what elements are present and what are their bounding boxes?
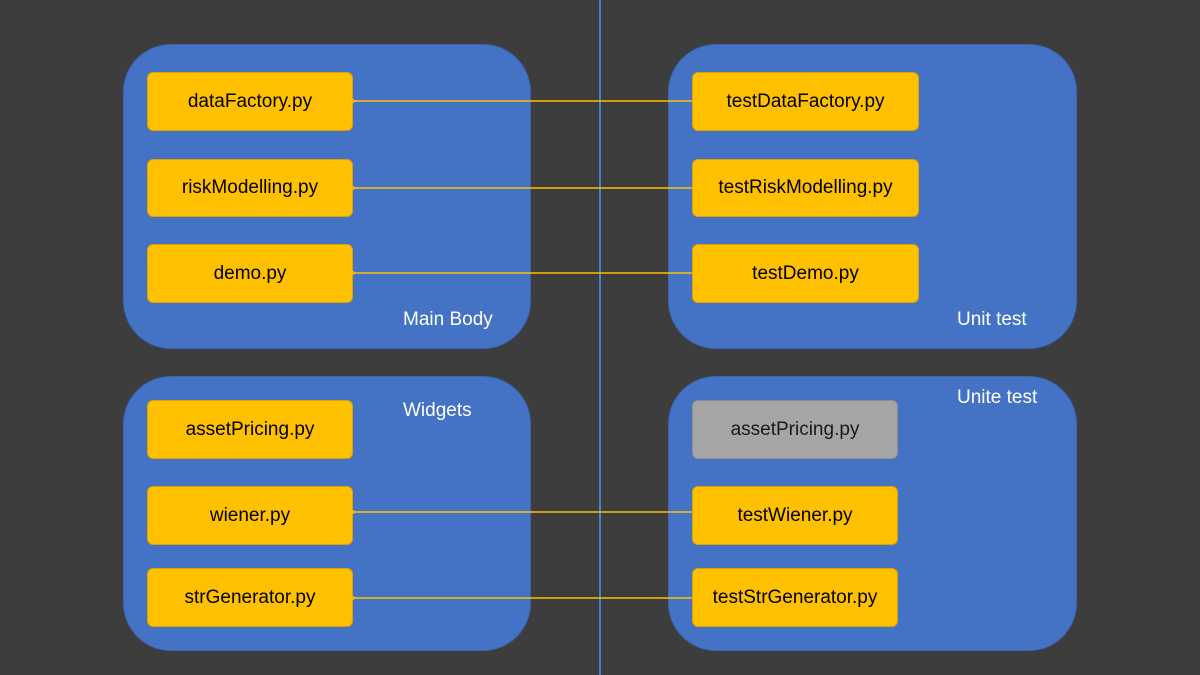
file-assetpricing-untested[interactable]: assetPricing.py <box>692 400 898 459</box>
unit-test-label: Unit test <box>957 309 1027 330</box>
file-strgenerator[interactable]: strGenerator.py <box>147 568 353 627</box>
file-testwiener[interactable]: testWiener.py <box>692 486 898 545</box>
widgets-label: Widgets <box>403 400 472 421</box>
file-riskmodelling[interactable]: riskModelling.py <box>147 159 353 217</box>
main-body-label: Main Body <box>403 309 493 330</box>
unite-test-label: Unite test <box>957 387 1038 408</box>
center-divider-line <box>599 0 601 675</box>
file-testriskmodelling[interactable]: testRiskModelling.py <box>692 159 919 217</box>
file-assetpricing[interactable]: assetPricing.py <box>147 400 353 459</box>
file-demo[interactable]: demo.py <box>147 244 353 303</box>
file-wiener[interactable]: wiener.py <box>147 486 353 545</box>
file-testdatafactory[interactable]: testDataFactory.py <box>692 72 919 131</box>
file-teststrgenerator[interactable]: testStrGenerator.py <box>692 568 898 627</box>
file-testdemo[interactable]: testDemo.py <box>692 244 919 303</box>
file-datafactory[interactable]: dataFactory.py <box>147 72 353 131</box>
